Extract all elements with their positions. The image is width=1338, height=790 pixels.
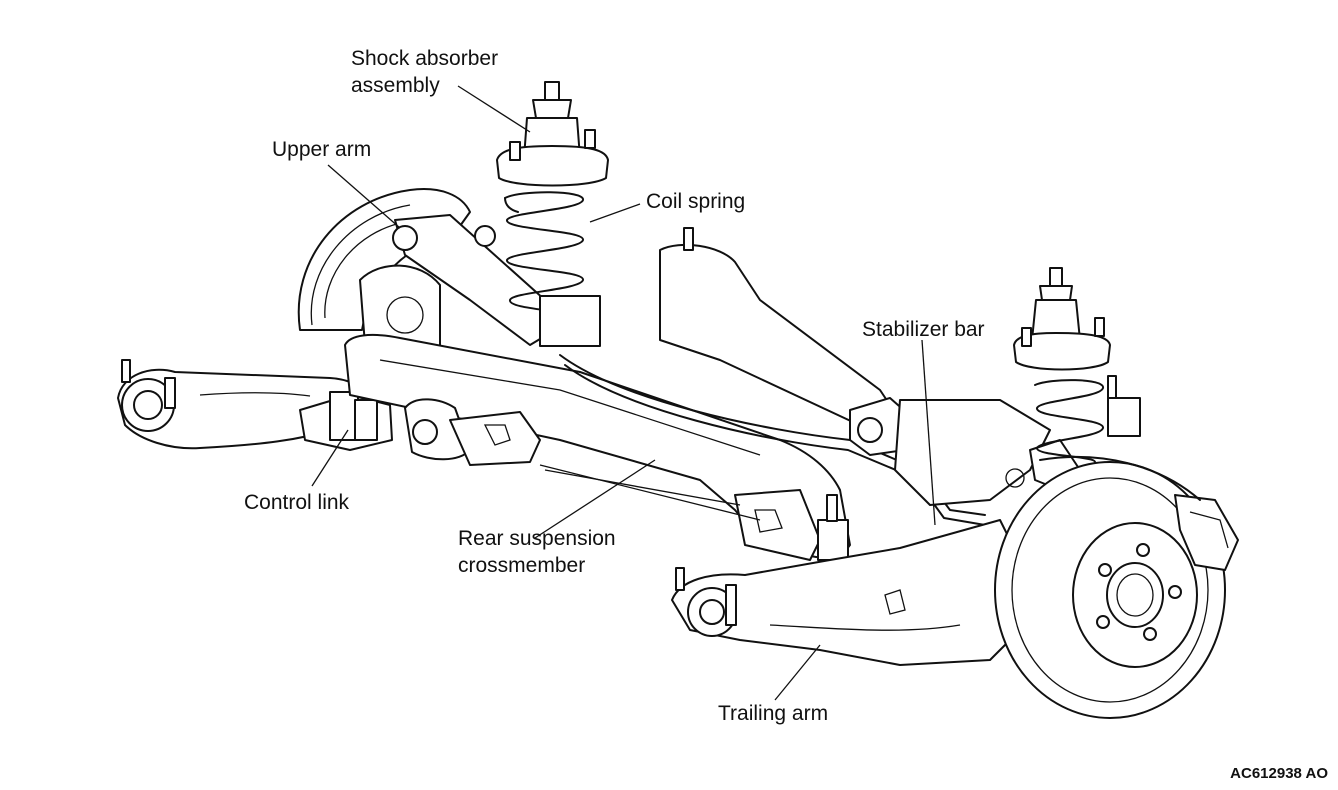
label-control-link: Control link	[244, 491, 350, 514]
right-brake-disc	[994, 455, 1239, 719]
label-crossmember: Rear suspension crossmember	[458, 525, 616, 579]
figure-code: AC612938 AO	[1230, 765, 1328, 782]
label-crossmember-line2: crossmember	[458, 554, 586, 577]
label-shock-absorber-line1: Shock absorber	[351, 47, 499, 70]
label-stabilizer-bar: Stabilizer bar	[862, 318, 985, 341]
right-coil-spring	[1034, 375, 1141, 463]
leader-lines	[311, 85, 936, 701]
label-shock-absorber: Shock absorber assembly	[351, 45, 498, 99]
label-upper-arm: Upper arm	[272, 138, 372, 161]
label-coil-spring: Coil spring	[646, 190, 746, 213]
leader-trailing-arm	[774, 644, 821, 701]
leader-upper-arm	[327, 164, 401, 229]
left-control-link	[299, 391, 393, 451]
left-upper-arm	[359, 214, 556, 358]
crossmember	[344, 227, 901, 561]
leader-stabilizer-bar	[921, 339, 936, 526]
leader-control-link	[311, 429, 349, 487]
left-coil-spring	[504, 191, 601, 347]
label-shock-absorber-line2: assembly	[351, 74, 440, 97]
left-shock-absorber	[496, 81, 609, 187]
leader-crossmember	[534, 459, 656, 539]
label-trailing-arm: Trailing arm	[718, 702, 829, 725]
leader-shock-absorber	[457, 85, 531, 133]
right-trailing-arm	[671, 519, 1021, 666]
right-shock-absorber	[1013, 267, 1111, 371]
label-crossmember-line1: Rear suspension	[458, 527, 616, 550]
leader-coil-spring	[589, 203, 641, 223]
